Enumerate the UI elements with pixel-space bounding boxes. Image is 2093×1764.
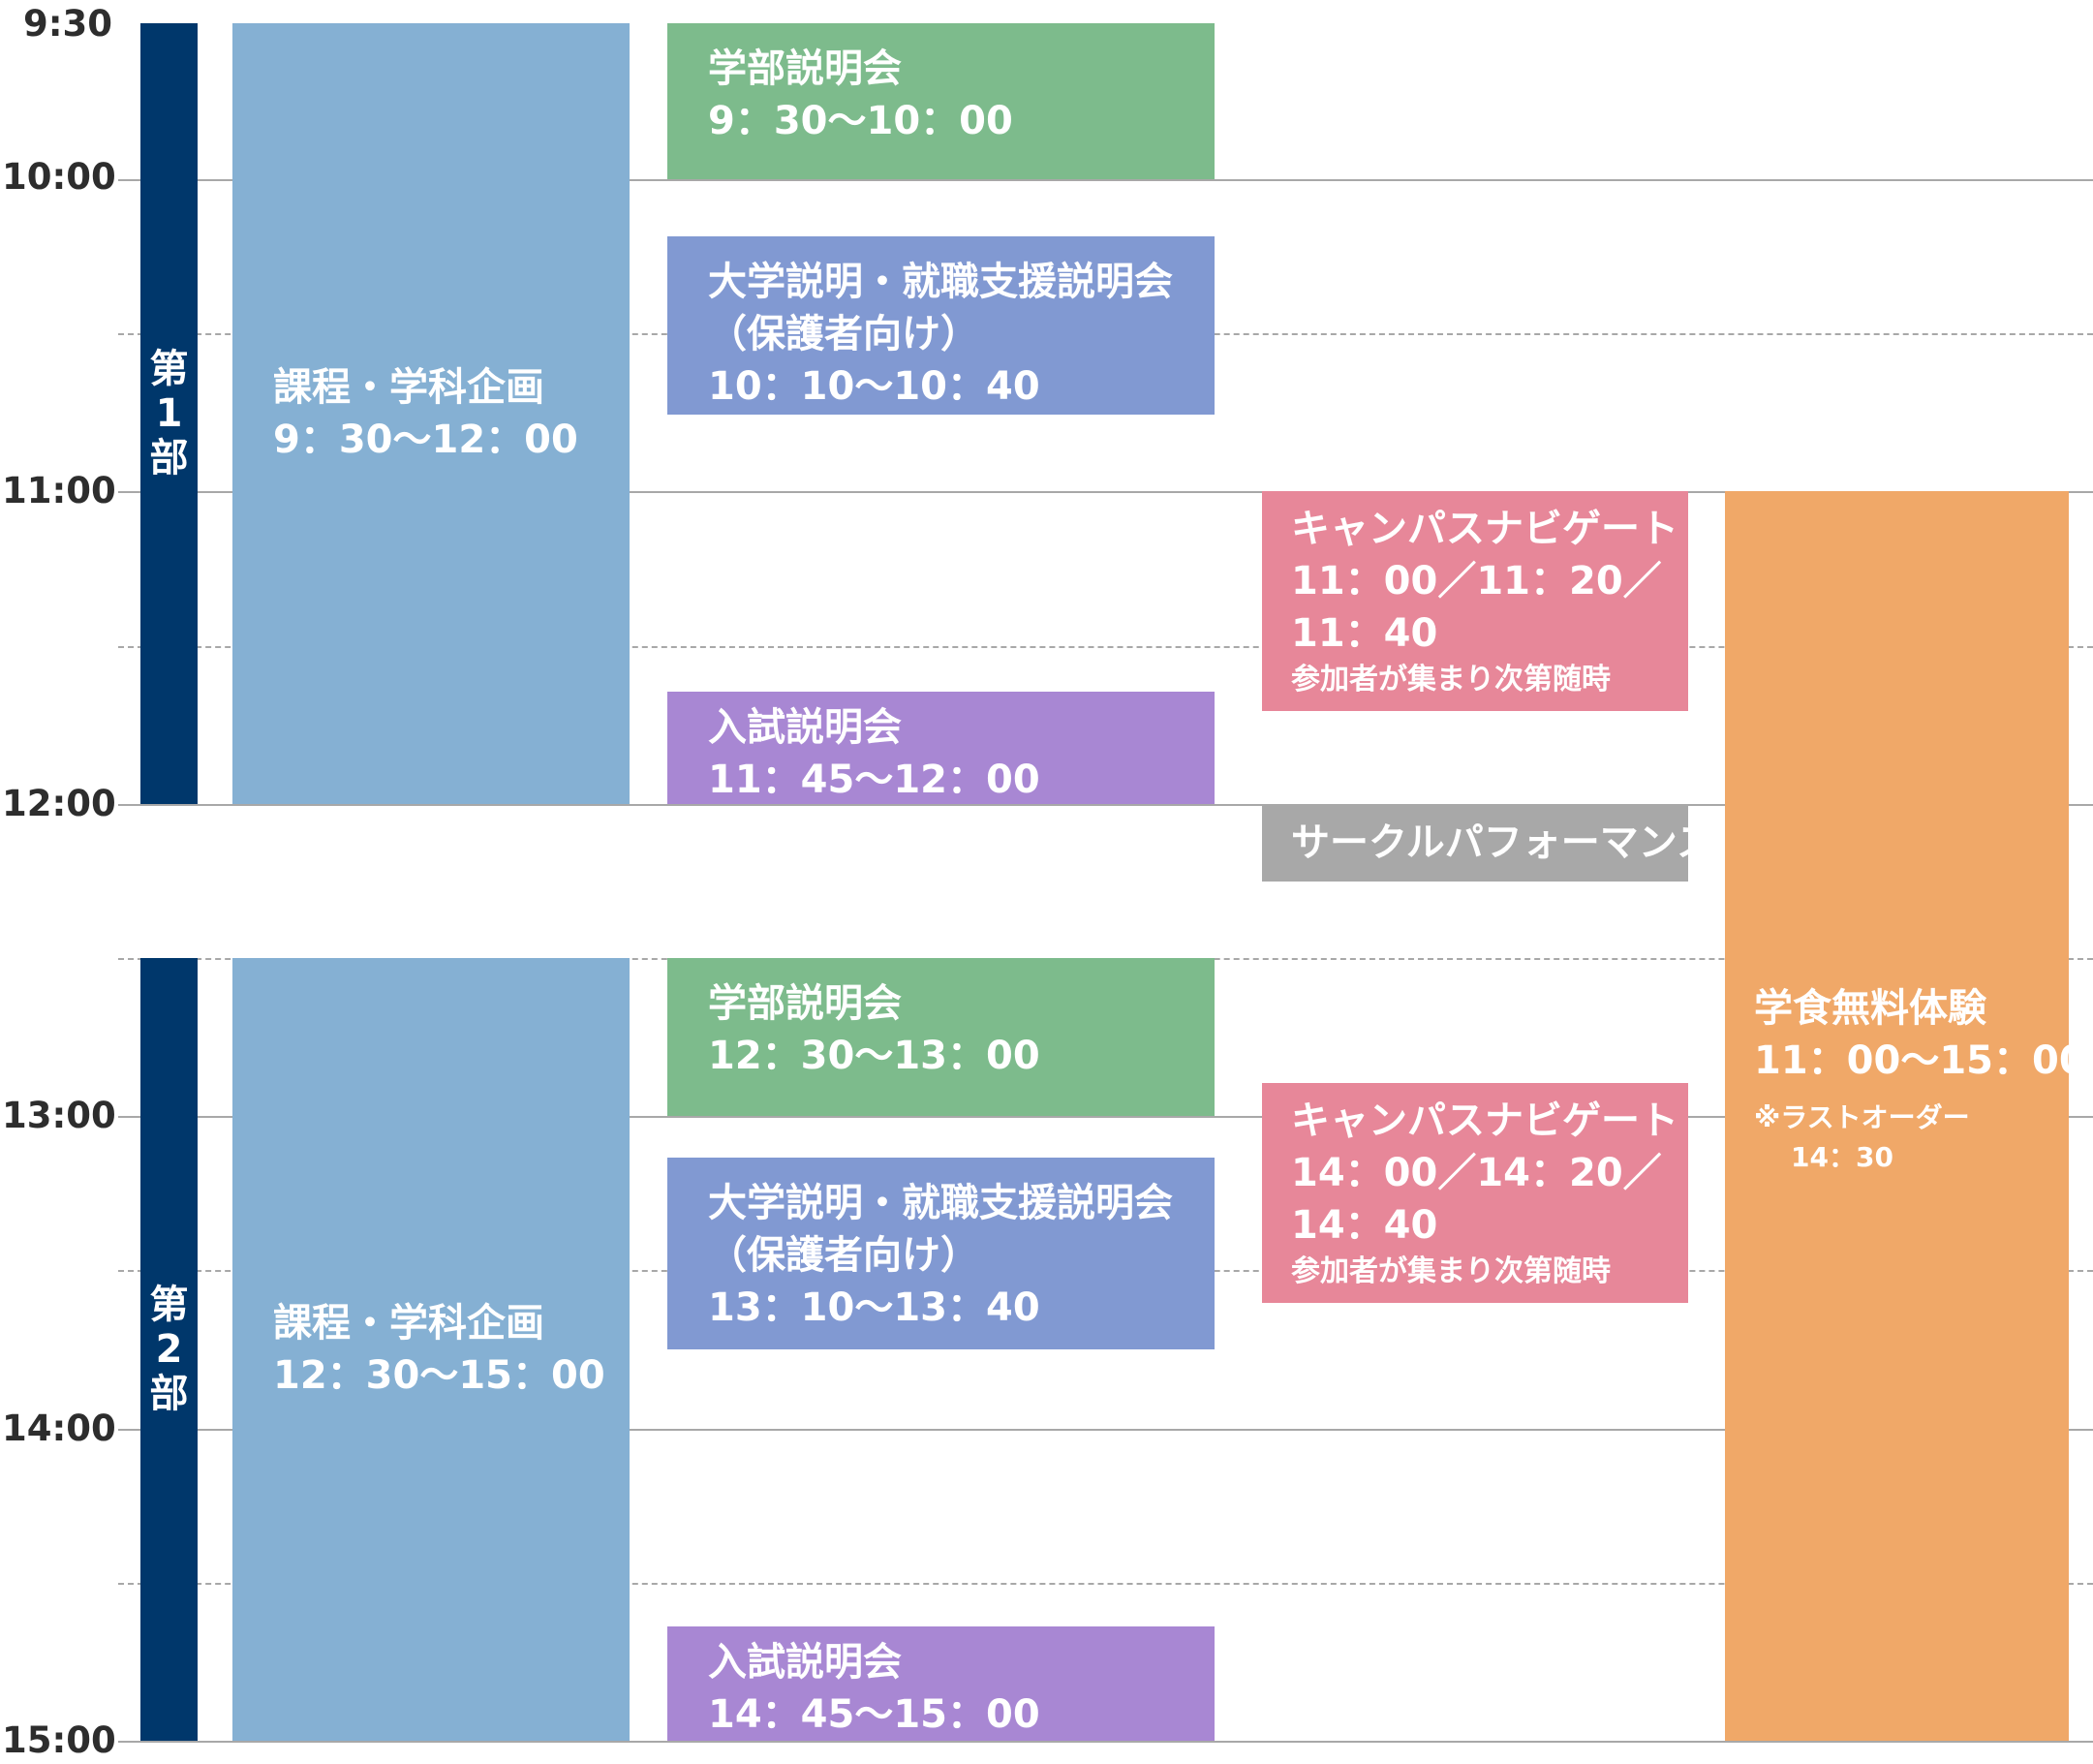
- university-briefing-subtitle: （保護者向け）: [708, 312, 979, 356]
- university-briefing-title: 大学説明・就職支援説明会: [708, 1181, 1173, 1225]
- cafeteria-last-order-label: ※ラストオーダー: [1754, 1101, 1970, 1133]
- cafeteria-block: 学食無料体験 11：00〜15：00 ※ラストオーダー 14：30: [1725, 491, 2086, 1741]
- course-program-time: 9：30〜12：00: [273, 418, 578, 462]
- time-label-1100: 11:00: [2, 470, 116, 511]
- university-briefing-title: 大学説明・就職支援説明会: [708, 260, 1173, 304]
- cafeteria-last-order-time: 14：30: [1791, 1140, 1893, 1173]
- time-label-1000: 10:00: [2, 156, 116, 198]
- university-briefing-subtitle: （保護者向け）: [708, 1233, 979, 1278]
- part-2-bar: 第 2 部: [140, 958, 198, 1741]
- time-label-1200: 12:00: [2, 783, 116, 824]
- gridline-14-00: [118, 1429, 2093, 1431]
- course-program-time: 12：30〜15：00: [273, 1353, 605, 1398]
- campus-navigate-times: 11：00／11：20／: [1291, 559, 1662, 603]
- gridline-12-00: [118, 804, 2093, 806]
- admission-briefing-time: 14：45〜15：00: [708, 1692, 1040, 1737]
- admission-briefing-time: 11：45〜12：00: [708, 758, 1040, 802]
- cafeteria-time: 11：00〜15：00: [1754, 1038, 2086, 1083]
- university-briefing-block-1: 大学説明・就職支援説明会 （保護者向け） 10：10〜10：40: [667, 236, 1215, 415]
- time-label-1300: 13:00: [2, 1095, 116, 1136]
- part-2-label-line2: 2: [155, 1327, 183, 1372]
- university-briefing-block-2: 大学説明・就職支援説明会 （保護者向け） 13：10〜13：40: [667, 1158, 1215, 1349]
- campus-navigate-note: 参加者が集まり次第随時: [1291, 663, 1611, 696]
- admission-briefing-block-2: 入試説明会 14：45〜15：00: [667, 1626, 1215, 1741]
- gridline-10-00: [118, 179, 2093, 181]
- campus-navigate-title: キャンパスナビゲート: [1291, 507, 1678, 551]
- time-label-1400: 14:00: [2, 1408, 116, 1449]
- gridline-13-00: [118, 1116, 2093, 1118]
- time-label-1500: 15:00: [2, 1719, 116, 1761]
- part-1-label-line2: 1: [155, 391, 183, 436]
- gridline-15-00: [118, 1741, 2093, 1743]
- campus-navigate-times: 14：00／14：20／: [1291, 1151, 1662, 1195]
- part-2-label-line3: 部: [149, 1372, 189, 1416]
- part-2-label-line1: 第: [149, 1283, 189, 1327]
- campus-navigate-times-cont: 11：40: [1291, 611, 1438, 656]
- circle-performance-block: サークルパフォーマンス: [1262, 804, 1715, 882]
- cafeteria-title: 学食無料体験: [1754, 986, 1986, 1031]
- campus-navigate-times-cont: 14：40: [1291, 1203, 1438, 1248]
- course-program-title: 課程・学科企画: [273, 1301, 544, 1346]
- time-label-0930: 9:30: [23, 3, 113, 45]
- part-1-bar: 第 1 部: [140, 23, 198, 804]
- campus-navigate-block-2: キャンパスナビゲート 14：00／14：20／ 14：40 参加者が集まり次第随…: [1262, 1083, 1688, 1303]
- gridline-11-00: [118, 491, 2093, 493]
- faculty-briefing-block-1: 学部説明会 9：30〜10：00: [667, 23, 1215, 179]
- gridline-11-30: [118, 646, 2093, 648]
- faculty-briefing-time: 9：30〜10：00: [708, 99, 1013, 143]
- course-program-title: 課程・学科企画: [273, 365, 544, 410]
- campus-navigate-note: 参加者が集まり次第随時: [1291, 1254, 1611, 1288]
- campus-navigate-block-1: キャンパスナビゲート 11：00／11：20／ 11：40 参加者が集まり次第随…: [1262, 491, 1688, 711]
- admission-briefing-block-1: 入試説明会 11：45〜12：00: [667, 692, 1215, 804]
- admission-briefing-title: 入試説明会: [708, 705, 902, 750]
- part-1-label-line1: 第: [149, 347, 189, 391]
- campus-navigate-title: キャンパスナビゲート: [1291, 1099, 1678, 1143]
- course-program-block-1: 課程・学科企画 9：30〜12：00: [232, 23, 630, 804]
- university-briefing-time: 13：10〜13：40: [708, 1285, 1040, 1330]
- university-briefing-time: 10：10〜10：40: [708, 364, 1040, 409]
- faculty-briefing-title: 学部説明会: [708, 981, 902, 1026]
- faculty-briefing-title: 学部説明会: [708, 46, 902, 91]
- faculty-briefing-block-2: 学部説明会 12：30〜13：00: [667, 958, 1215, 1116]
- part-1-label-line3: 部: [149, 436, 189, 480]
- faculty-briefing-time: 12：30〜13：00: [708, 1034, 1040, 1078]
- course-program-block-2: 課程・学科企画 12：30〜15：00: [232, 958, 630, 1741]
- circle-performance-title: サークルパフォーマンス: [1291, 820, 1715, 865]
- gridline-14-30: [118, 1583, 2093, 1585]
- admission-briefing-title: 入試説明会: [708, 1640, 902, 1685]
